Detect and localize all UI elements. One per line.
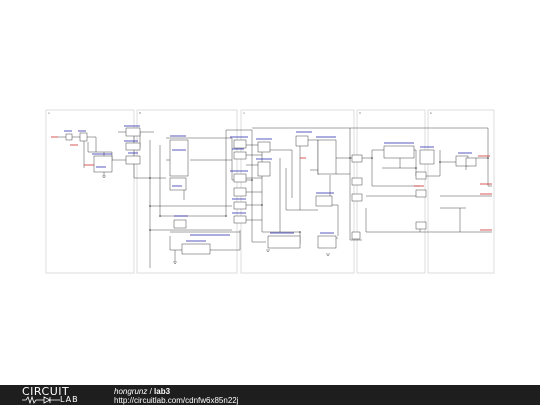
circuitlab-logo: CIRCUIT LAB — [22, 386, 92, 404]
component-block — [233, 151, 247, 160]
junction-dot — [261, 204, 263, 206]
component-block — [351, 193, 363, 202]
component-label-marks — [64, 125, 472, 242]
junction-dot — [415, 167, 417, 169]
section-frame-a — [45, 109, 135, 274]
ground-symbols — [102, 175, 330, 264]
section-label-c: C — [243, 111, 246, 115]
component-block — [233, 187, 247, 197]
circuit-url[interactable]: http://circuitlab.com/cdnfw6x85n22j — [114, 396, 239, 405]
junctions — [149, 157, 489, 233]
junction-dot — [299, 231, 301, 233]
junction-dot — [225, 215, 227, 217]
component-block — [315, 195, 333, 207]
component-block — [465, 157, 477, 167]
section-labels: A B C D E — [48, 111, 432, 115]
junction-dot — [439, 161, 441, 163]
components — [65, 127, 477, 255]
title-separator: / — [147, 387, 155, 396]
section-label-a: A — [48, 111, 50, 115]
component-block — [317, 235, 337, 249]
component-block — [415, 171, 427, 180]
component-block — [415, 189, 427, 198]
component-block — [295, 135, 309, 147]
logo-waveform-icon — [22, 396, 60, 404]
component-block — [351, 177, 363, 186]
component-block — [181, 243, 211, 255]
ground-icon — [173, 261, 177, 264]
circuit-title[interactable]: lab3 — [154, 387, 171, 396]
component-block — [317, 139, 337, 175]
component-block — [65, 133, 73, 141]
schematic-canvas: A B C D E — [45, 109, 495, 274]
component-block — [169, 177, 187, 191]
component-block — [125, 155, 141, 165]
component-block — [233, 139, 247, 149]
component-block — [173, 219, 187, 229]
component-block — [257, 141, 271, 153]
component-block — [233, 215, 247, 224]
section-frame-d — [356, 109, 426, 274]
junction-dot — [251, 179, 253, 181]
section-label-b: B — [139, 111, 141, 115]
junction-dot — [149, 205, 151, 207]
logo-text-bottom: LAB — [60, 395, 79, 404]
component-block — [351, 154, 363, 163]
section-frames — [45, 109, 495, 274]
junction-dot — [149, 229, 151, 231]
component-block — [383, 145, 415, 159]
junction-dot — [349, 157, 351, 159]
component-block — [79, 132, 88, 142]
section-frame-e — [427, 109, 495, 274]
component-block — [267, 235, 301, 249]
component-block — [233, 173, 247, 183]
footer-bar: CIRCUIT LAB hongrunz / lab3 http://circu… — [0, 385, 540, 405]
logo-text-top: CIRCUIT — [22, 385, 70, 398]
ground-icon — [266, 249, 270, 252]
component-block — [233, 201, 247, 210]
junction-dot — [159, 215, 161, 217]
component-block — [93, 155, 113, 173]
author-name[interactable]: hongrunz — [114, 387, 148, 396]
section-label-d: D — [359, 111, 362, 115]
component-block — [169, 139, 189, 177]
section-label-e: E — [430, 111, 432, 115]
component-block — [419, 149, 435, 165]
junction-dot — [149, 177, 151, 179]
component-block — [125, 127, 141, 137]
component-block — [351, 231, 361, 240]
ground-icon — [102, 175, 106, 178]
component-block — [415, 221, 427, 230]
net-label-marks — [51, 136, 492, 231]
junction-dot — [371, 157, 373, 159]
circuit-meta: hongrunz / lab3 http://circuitlab.com/cd… — [114, 387, 239, 405]
ground-icon — [326, 253, 330, 256]
section-frame-c — [240, 109, 355, 274]
component-block — [125, 142, 141, 151]
component-block — [257, 161, 271, 177]
junction-dot — [487, 157, 489, 159]
